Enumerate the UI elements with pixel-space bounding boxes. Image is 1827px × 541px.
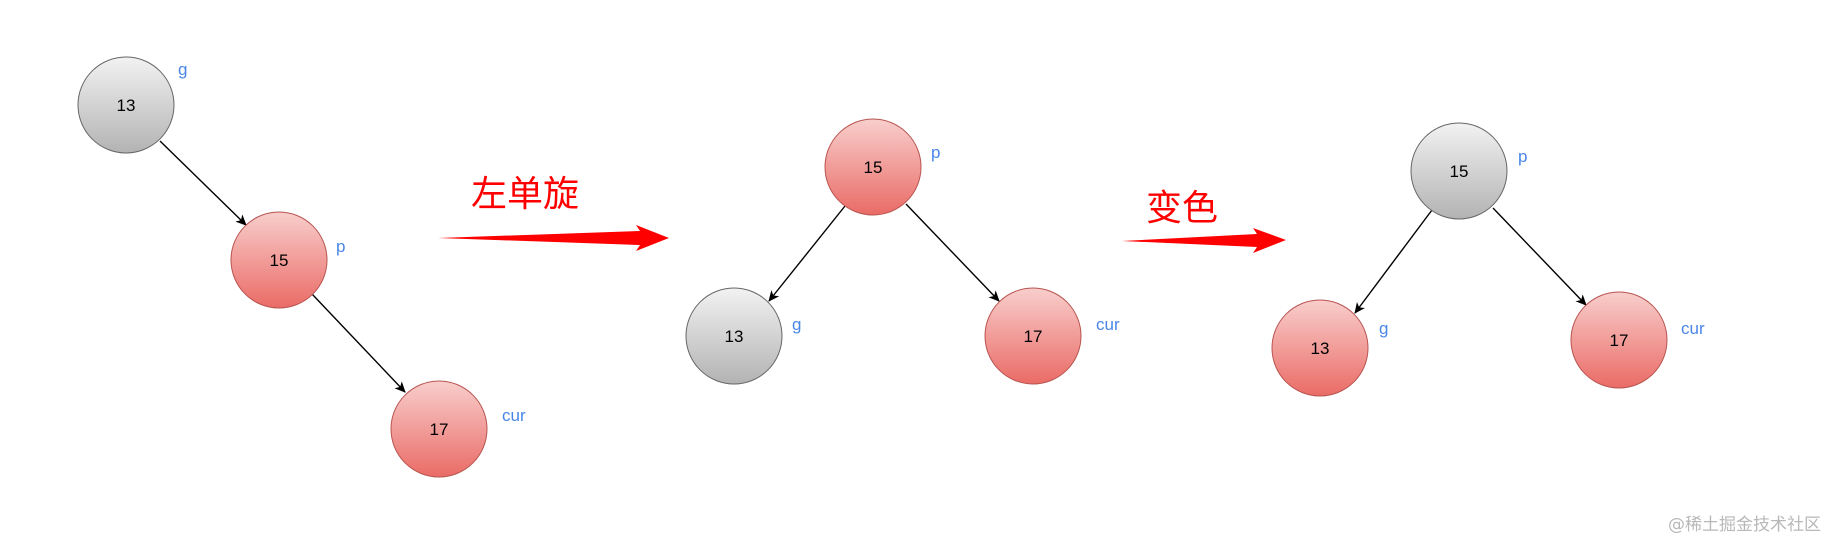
- edge-g-to-p: [159, 140, 247, 226]
- node-value: 15: [1450, 162, 1469, 181]
- tree-node-g: 13 g: [1271, 299, 1388, 397]
- node-value: 17: [1024, 327, 1043, 346]
- tree-node-p: 15 p: [1410, 122, 1527, 220]
- panel-after-rotation: 15 p 13 g 17 cur: [685, 118, 1120, 385]
- node-tag: p: [336, 237, 345, 256]
- node-tag: cur: [502, 406, 526, 425]
- node-tag: g: [792, 315, 801, 334]
- watermark: @稀土掘金技术社区: [1668, 515, 1821, 535]
- tree-node-cur: 17 cur: [390, 380, 526, 478]
- node-tag: p: [1518, 147, 1527, 166]
- node-value: 17: [430, 420, 449, 439]
- tree-node-cur: 17 cur: [984, 287, 1120, 385]
- step-label: 左单旋: [471, 174, 579, 215]
- tree-node-g: 13 g: [77, 56, 187, 154]
- tree-node-p: 15 p: [824, 118, 940, 216]
- node-circle: [685, 287, 783, 385]
- node-tag: g: [178, 60, 187, 79]
- edge-p-to-g: [1354, 209, 1433, 314]
- step-recolor: 变色: [1122, 188, 1286, 253]
- node-value: 15: [270, 251, 289, 270]
- edge-p-to-cur: [905, 203, 1000, 302]
- node-tag: g: [1379, 319, 1388, 338]
- edge-p-to-cur: [311, 293, 406, 393]
- node-tag: cur: [1096, 315, 1120, 334]
- tree-node-g: 13 g: [685, 287, 801, 385]
- node-circle: [1410, 122, 1508, 220]
- step-arrow: [1122, 228, 1286, 253]
- node-value: 15: [864, 158, 883, 177]
- node-value: 13: [725, 327, 744, 346]
- node-circle: [1570, 291, 1668, 389]
- node-circle: [77, 56, 175, 154]
- step-label: 变色: [1146, 188, 1218, 229]
- node-value: 13: [1311, 339, 1330, 358]
- edge-p-to-cur: [1492, 207, 1587, 306]
- node-circle: [984, 287, 1082, 385]
- node-value: 13: [117, 96, 136, 115]
- node-circle: [390, 380, 488, 478]
- panel-before-rotation: 13 g 15 p 17 cur: [77, 56, 526, 478]
- node-circle: [1271, 299, 1369, 397]
- step-left-rotation: 左单旋: [438, 174, 669, 251]
- node-circle: [824, 118, 922, 216]
- node-circle: [230, 211, 328, 309]
- tree-node-p: 15 p: [230, 211, 345, 309]
- tree-node-cur: 17 cur: [1570, 291, 1705, 389]
- node-value: 17: [1610, 331, 1629, 350]
- panel-after-recolor: 15 p 13 g 17 cur: [1271, 122, 1705, 397]
- node-tag: cur: [1681, 319, 1705, 338]
- node-tag: p: [931, 143, 940, 162]
- edge-p-to-g: [768, 205, 846, 302]
- step-arrow: [438, 225, 669, 251]
